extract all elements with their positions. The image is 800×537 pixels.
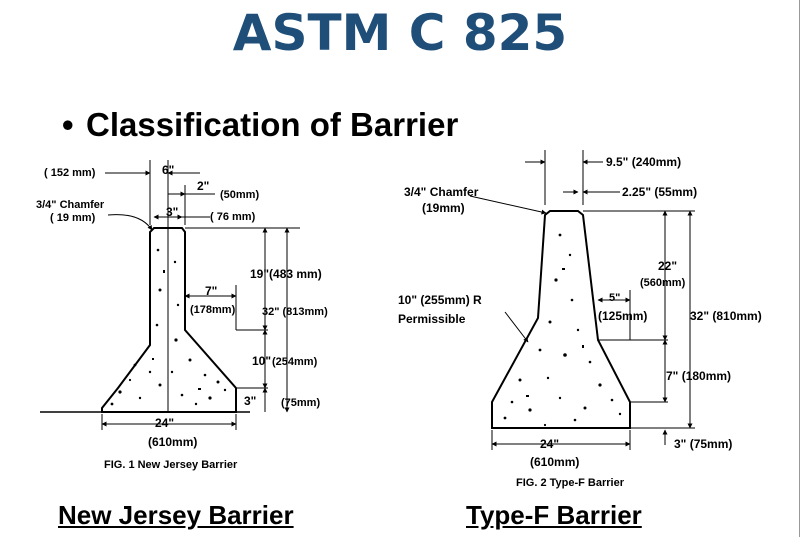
nj-label-19in: 19"(483 mm) (250, 267, 322, 281)
nj-label-75mm: (75mm) (281, 397, 320, 409)
tf-label-24in: 24" (540, 437, 559, 451)
tf-label-22in: 22" (658, 259, 677, 273)
tf-label-radius: 10" (255mm) R (398, 293, 482, 307)
tf-label-chamfer: 3/4" Chamfer (404, 185, 479, 199)
nj-label-32in: 32" (813mm) (262, 306, 328, 318)
nj-barrier-profile (101, 227, 237, 413)
new-jersey-barrier-figure: ( 152 mm) 6" 2" (50mm) 3/4" Chamfer ( 19… (36, 160, 328, 471)
tf-barrier-profile (491, 210, 631, 429)
nj-label-6in: 6" (162, 163, 174, 177)
tf-label-560mm: (560mm) (640, 277, 686, 289)
nj-label-152mm: ( 152 mm) (44, 167, 96, 179)
type-f-barrier-figure: 9.5" (240mm) 3/4" Chamfer (19mm) 2.25" (… (398, 150, 762, 489)
nj-label-254mm: (254mm) (272, 356, 318, 368)
nj-figure-label: FIG. 1 New Jersey Barrier (104, 459, 238, 471)
tf-label-chamfer-mm: (19mm) (422, 201, 465, 215)
nj-label-50mm: (50mm) (220, 189, 259, 201)
nj-label-3in-base: 3" (244, 394, 256, 408)
tf-aggregate-texture (503, 233, 622, 427)
caption-new-jersey: New Jersey Barrier (58, 500, 294, 530)
bullet-marker: • (62, 106, 74, 143)
tf-label-permissible: Permissible (398, 312, 466, 326)
nj-label-76mm: ( 76 mm) (210, 211, 256, 223)
tf-label-95in: 9.5" (240mm) (606, 155, 681, 169)
nj-label-chamfer-mm: ( 19 mm) (50, 212, 96, 224)
nj-label-178mm: (178mm) (190, 304, 236, 316)
tf-label-5in: 5" (609, 292, 620, 304)
nj-aggregate-texture (110, 248, 227, 406)
tf-figure-label: FIG. 2 Type-F Barrier (516, 477, 625, 489)
tf-label-610mm: (610mm) (530, 455, 579, 469)
tf-label-225in: 2.25" (55mm) (622, 185, 697, 199)
slide-title: ASTM C 825 (232, 4, 568, 62)
caption-type-f: Type-F Barrier (466, 500, 642, 530)
barrier-diagrams: ( 152 mm) 6" 2" (50mm) 3/4" Chamfer ( 19… (36, 150, 762, 489)
bullet-classification: • Classification of Barrier (62, 106, 458, 144)
tf-label-32in: 32" (810mm) (690, 309, 762, 323)
nj-label-chamfer: 3/4" Chamfer (36, 199, 105, 211)
tf-label-125mm: (125mm) (598, 309, 647, 323)
bullet-text: Classification of Barrier (86, 106, 459, 143)
tf-label-7in: 7" (180mm) (666, 369, 731, 383)
nj-label-10in: 10" (252, 354, 271, 368)
nj-label-24in: 24" (155, 416, 174, 430)
nj-label-2in: 2" (197, 179, 209, 193)
nj-label-7in: 7" (205, 284, 217, 298)
tf-label-3in: 3" (75mm) (674, 437, 732, 451)
nj-label-610mm: (610mm) (148, 435, 197, 449)
nj-label-3in-top: 3" (166, 205, 178, 219)
